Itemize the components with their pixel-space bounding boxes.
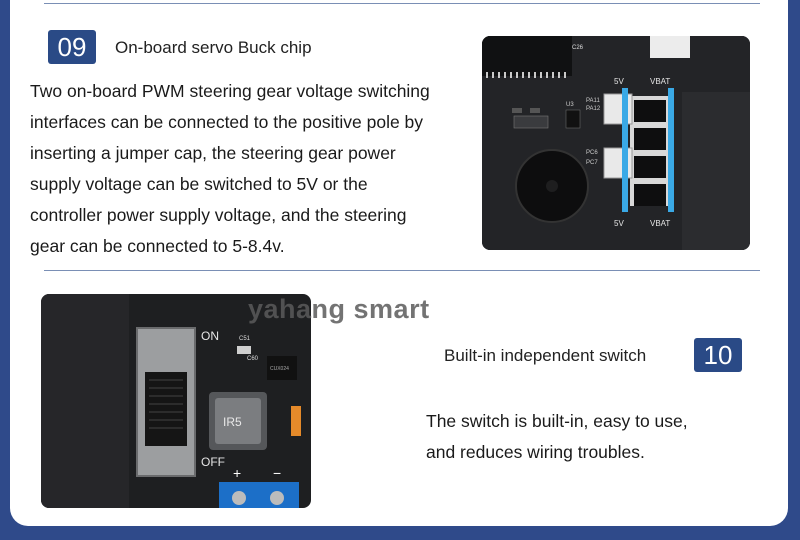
section-description: Two on-board PWM steering gear voltage s… (30, 76, 430, 262)
on-label: ON (201, 329, 219, 343)
c26-label: C26 (572, 45, 584, 51)
c60-label: C60 (247, 356, 259, 362)
text-line: controller power supply voltage, and the… (30, 205, 407, 225)
content-card: 09 On-board servo Buck chip Two on-board… (10, 0, 788, 526)
plus-label: + (233, 465, 241, 481)
text-line: gear can be connected to 5-8.4v. (30, 236, 285, 256)
section-number-badge: 10 (694, 338, 742, 372)
top-divider (44, 3, 760, 4)
text-line: interfaces can be connected to the posit… (30, 112, 424, 132)
text-line: and reduces wiring troubles. (426, 442, 645, 462)
watermark: yahang smart (248, 294, 430, 324)
section-description: The switch is built-in, easy to use, and… (426, 406, 688, 468)
pa11-label: PA11 (586, 98, 600, 104)
section-title: Built-in independent switch (444, 346, 647, 365)
minus-label: − (273, 465, 281, 481)
pa12-label: PA12 (586, 106, 601, 112)
c51-label: C51 (239, 336, 251, 342)
section-number-badge: 09 (48, 30, 96, 64)
text-line: inserting a jumper cap, the steering gea… (30, 143, 396, 163)
pc7-label: PC7 (586, 160, 598, 166)
servo-buck-board-photo: C26 5V VBAT 5V VBAT PA11 PA12 PC6 PC7 U3 (482, 36, 750, 250)
section-title: On-board servo Buck chip (115, 38, 312, 57)
section-divider (44, 270, 760, 271)
off-label: OFF (201, 455, 225, 469)
5v-label: 5V (614, 77, 624, 86)
5v-label: 5V (614, 219, 624, 228)
pc6-label: PC6 (586, 150, 598, 156)
text-line: Two on-board PWM steering gear voltage s… (30, 81, 430, 101)
u3-label: U3 (566, 102, 574, 108)
text-line: supply voltage can be switched to 5V or … (30, 174, 368, 194)
ir5-label: IR5 (223, 415, 242, 429)
vbat-label: VBAT (650, 77, 670, 86)
vbat-label: VBAT (650, 219, 670, 228)
text-line: The switch is built-in, easy to use, (426, 411, 688, 431)
chip-label: CUX024 (270, 366, 289, 372)
independent-switch-board-photo: ON OFF IR5 CUX024 C51 C60 + − (41, 294, 311, 508)
